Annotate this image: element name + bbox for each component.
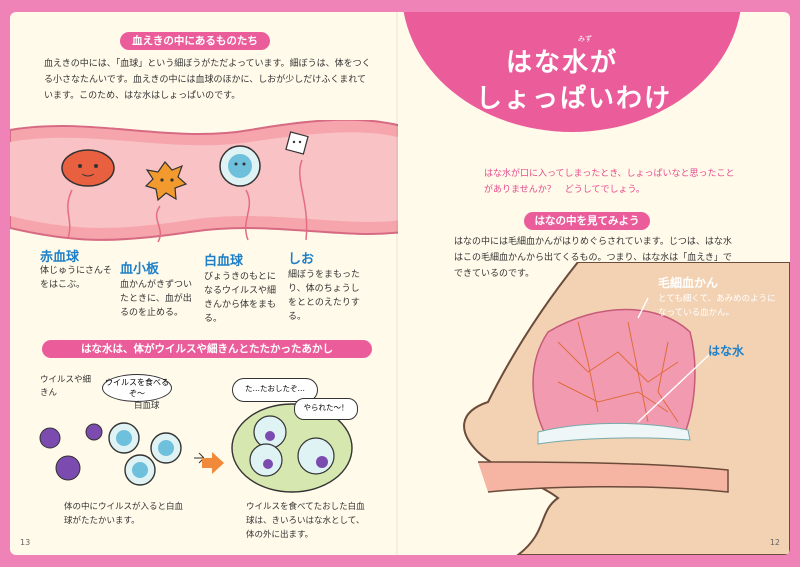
title-line2: しょっぱいわけ (476, 84, 673, 114)
virus-icon (39, 427, 61, 449)
hanamizu-label: はな水 (708, 344, 745, 358)
virus-fight-illustration (39, 422, 204, 486)
blood-vessel-illustration (10, 120, 402, 242)
speech-bubble-eat: ウイルスを食べるぞ〜 (102, 374, 172, 402)
caption-a: 体の中にウイルスが入ると白血球がたたかいます。 (64, 502, 184, 526)
left-page: 血えきの中にあるものたち 血えきの中には、「血球」という細ぼうがただよっています… (10, 12, 402, 555)
white-blood-cell-icon (219, 145, 261, 187)
page-number-right: 12 (769, 538, 780, 547)
desc-red-blood-cell: 体じゅうにさんそをはこぶ。 (40, 266, 112, 290)
label-red-blood-cell: 赤血球 (40, 250, 80, 265)
nasal-mucus (537, 422, 691, 445)
title-line1: はな水が (506, 48, 619, 78)
desc-platelet: 血かんがきずついたときに、血が出るのを止める。 (120, 280, 193, 318)
virus-label: ウイルスや細きん (40, 375, 92, 398)
capillary-label: 毛細血かん (658, 276, 719, 290)
capillary-area (532, 308, 696, 441)
speech-bubble-yarareta: やられた〜！ (294, 398, 358, 420)
wbc-label: 白血球 (134, 401, 160, 411)
label-white-blood-cell: 白血球 (204, 254, 244, 269)
section1-title: 血えきの中にあるものたち (120, 32, 270, 50)
desc-white-blood-cell: びょうきのもとになるウイルスや細きんから体をまもる。 (204, 272, 277, 324)
nose-cross-section (463, 262, 790, 555)
intro-text: はな水が口に入ってしまったとき、しょっぱいなと思ったことがありませんか？ どうし… (484, 169, 735, 195)
platelet-icon (144, 161, 188, 202)
right-page: みず はな水が しょっぱいわけ はな水が口に入ってしまったとき、しょっぱいなと思… (398, 12, 790, 555)
virus-icon (55, 455, 81, 481)
section-title-right: はなの中を見てみよう (524, 212, 650, 230)
desc-salt: 細ぼうをまもったり、体のちょうしをととのえたりする。 (288, 270, 361, 322)
label-salt: しお (288, 252, 315, 267)
title-ruby: みず (578, 35, 592, 43)
section1-text: 血えきの中には、「血球」という細ぼうがただよっています。細ぼうは、体をつくる小さ… (44, 59, 371, 101)
arrow-right-icon (202, 452, 224, 474)
red-blood-cell-icon (61, 149, 115, 187)
salt-crystal-icon (285, 131, 309, 155)
capillary-desc: とても細くて、あみめのようになっている血かん。 (658, 294, 776, 318)
label-platelet: 血小板 (120, 262, 160, 277)
page-number-left: 13 (20, 538, 31, 547)
caption-b: ウイルスを食べてたおした白血球は、きいろいはな水として、体の外に出ます。 (246, 502, 365, 540)
section2-title: はな水は、体がウイルスや細きんとたたかったあかし (42, 340, 372, 358)
virus-icon (85, 423, 103, 441)
defeated-virus-illustration (231, 403, 353, 493)
right-body: はなの中には毛細血かんがはりめぐらされています。じつは、はな水はこの毛細血かんか… (454, 237, 732, 279)
